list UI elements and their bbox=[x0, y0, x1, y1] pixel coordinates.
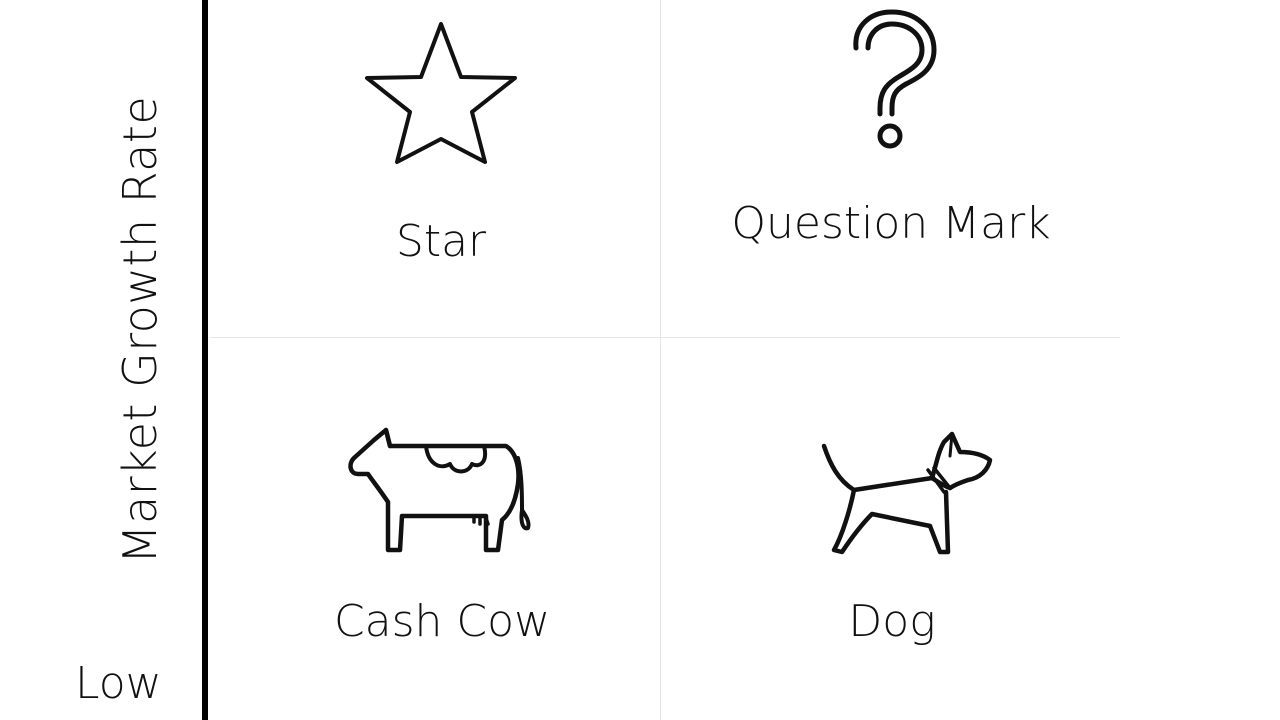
y-axis-label: Market Growth Rate bbox=[113, 95, 167, 565]
quadrant-label-question-mark: Question Mark bbox=[731, 198, 1051, 249]
quadrant-label-dog: Dog bbox=[848, 596, 936, 647]
dog-icon bbox=[820, 430, 996, 560]
quadrant-label-cash-cow: Cash Cow bbox=[333, 596, 551, 647]
vertical-grid-divider bbox=[660, 0, 661, 720]
quadrant-label-star: Star bbox=[395, 216, 487, 267]
axis-low-label: Low bbox=[75, 658, 162, 709]
y-axis-line bbox=[202, 0, 208, 720]
star-icon bbox=[365, 22, 517, 167]
question-mark-icon bbox=[848, 8, 940, 152]
cow-icon bbox=[346, 424, 538, 556]
arrow-tip-icon bbox=[1132, 713, 1140, 720]
horizontal-grid-divider bbox=[210, 337, 1120, 338]
